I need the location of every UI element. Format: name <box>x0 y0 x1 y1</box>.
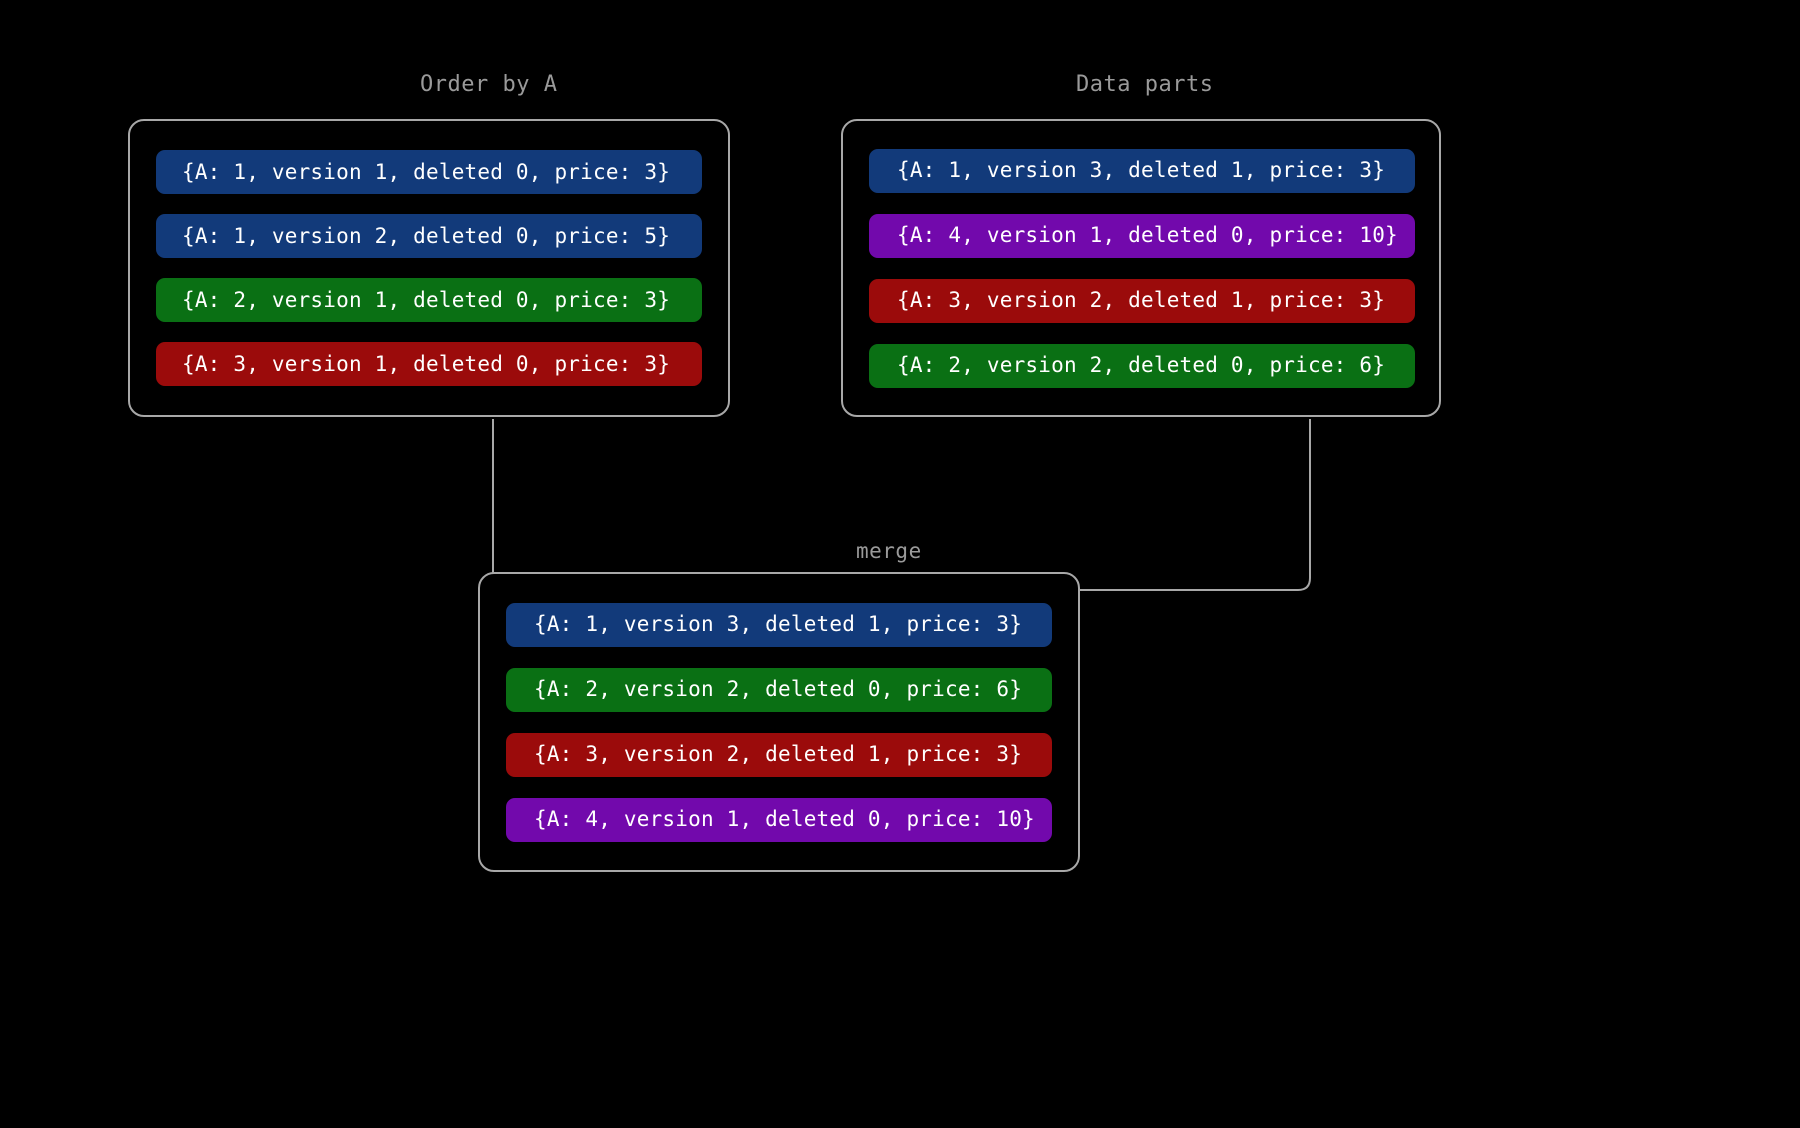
data-row-text: {A: 3, version 1, deleted 0, price: 3} <box>182 351 671 376</box>
data-row-text: {A: 4, version 1, deleted 0, price: 10} <box>534 807 1035 831</box>
data-row[interactable]: {A: 3, version 1, deleted 0, price: 3} <box>156 342 702 386</box>
data-row-text: {A: 3, version 2, deleted 1, price: 3} <box>897 288 1386 312</box>
data-row-text: {A: 1, version 2, deleted 0, price: 5} <box>182 223 671 248</box>
data-row[interactable]: {A: 2, version 1, deleted 0, price: 3} <box>156 278 702 322</box>
data-row[interactable]: {A: 1, version 2, deleted 0, price: 5} <box>156 214 702 258</box>
merge-label: merge <box>856 539 922 563</box>
data-row[interactable]: {A: 4, version 1, deleted 0, price: 10} <box>869 213 1415 258</box>
connector-right <box>910 419 1311 591</box>
data-row[interactable]: {A: 1, version 3, deleted 1, price: 3} <box>506 602 1052 647</box>
data-row-text: {A: 1, version 3, deleted 1, price: 3} <box>897 158 1386 182</box>
row-list-data-parts: {A: 1, version 3, deleted 1, price: 3} {… <box>869 148 1415 388</box>
data-row-text: {A: 2, version 2, deleted 0, price: 6} <box>534 677 1023 701</box>
panel-title-data-parts: Data parts <box>1076 72 1214 97</box>
row-list-order-by-a: {A: 1, version 1, deleted 0, price: 3} {… <box>156 150 702 386</box>
data-row-text: {A: 1, version 1, deleted 0, price: 3} <box>182 159 671 184</box>
data-row[interactable]: {A: 1, version 3, deleted 1, price: 3} <box>869 148 1415 193</box>
data-row[interactable]: {A: 3, version 2, deleted 1, price: 3} <box>869 278 1415 323</box>
data-row-text: {A: 2, version 2, deleted 0, price: 6} <box>897 353 1386 377</box>
data-row-text: {A: 2, version 1, deleted 0, price: 3} <box>182 287 671 312</box>
data-row-text: {A: 4, version 1, deleted 0, price: 10} <box>897 223 1398 247</box>
data-row[interactable]: {A: 2, version 2, deleted 0, price: 6} <box>506 667 1052 712</box>
data-row-text: {A: 1, version 3, deleted 1, price: 3} <box>534 612 1023 636</box>
data-row[interactable]: {A: 1, version 1, deleted 0, price: 3} <box>156 150 702 194</box>
data-row[interactable]: {A: 2, version 2, deleted 0, price: 6} <box>869 343 1415 388</box>
data-row[interactable]: {A: 4, version 1, deleted 0, price: 10} <box>506 797 1052 842</box>
connector-left <box>492 419 884 591</box>
data-row[interactable]: {A: 3, version 2, deleted 1, price: 3} <box>506 732 1052 777</box>
panel-title-order-by-a: Order by A <box>420 72 558 97</box>
row-list-merged: {A: 1, version 3, deleted 1, price: 3} {… <box>506 602 1052 842</box>
panel-data-parts: {A: 1, version 3, deleted 1, price: 3} {… <box>841 119 1441 417</box>
panel-order-by-a: {A: 1, version 1, deleted 0, price: 3} {… <box>128 119 730 417</box>
panel-merged-result: {A: 1, version 3, deleted 1, price: 3} {… <box>478 572 1080 872</box>
data-row-text: {A: 3, version 2, deleted 1, price: 3} <box>534 742 1023 766</box>
